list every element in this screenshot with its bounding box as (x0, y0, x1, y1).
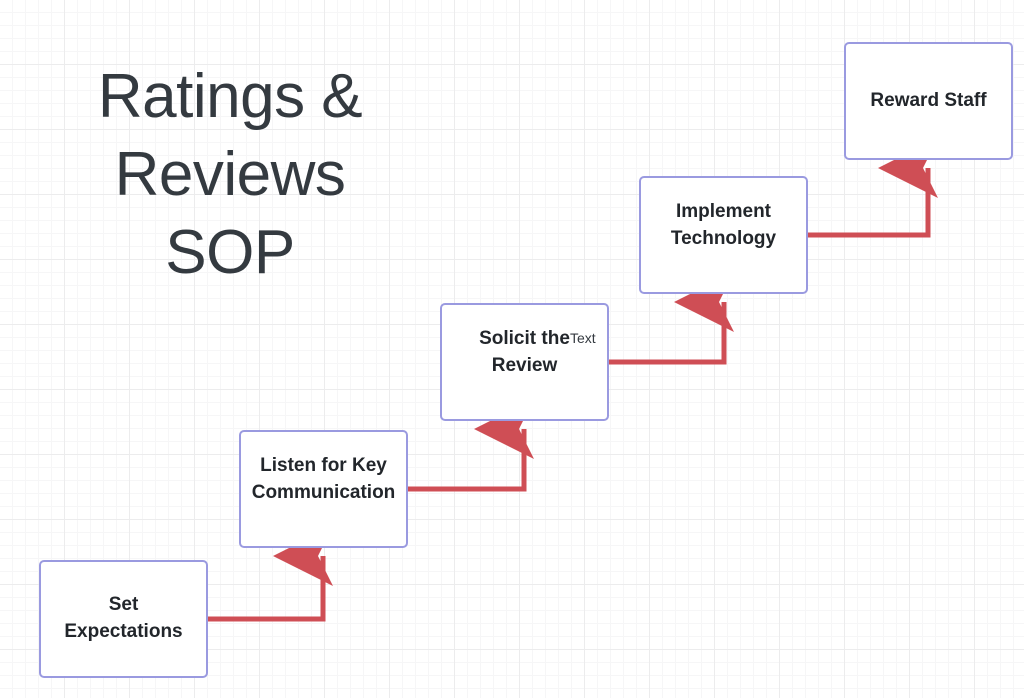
connector-solicit-review-to-implement-technology (609, 272, 734, 365)
page-title: Ratings & Reviews SOP (97, 62, 363, 288)
connector-set-expectations-to-listen-key-comm (208, 526, 333, 622)
node-label: Solicit the Review (479, 328, 570, 376)
node-reward-staff[interactable]: Reward Staff (844, 42, 1013, 160)
node-label: Listen for Key Communication (251, 455, 396, 503)
node-set-expectations[interactable]: Set Expectations (39, 560, 208, 678)
connector-listen-key-comm-to-solicit-review (408, 399, 534, 492)
node-solicit-the-review[interactable]: Solicit the Review (440, 303, 609, 421)
node-label: Set Expectations (64, 594, 183, 642)
node-listen-for-key-communication[interactable]: Listen for Key Communication (239, 430, 408, 548)
node-implement-technology[interactable]: Implement Technology (639, 176, 808, 294)
node-label: Implement Technology (670, 201, 777, 249)
connector-implement-technology-to-reward-staff (808, 138, 938, 238)
floating-text-label[interactable]: Text (570, 330, 596, 346)
node-label: Reward Staff (870, 89, 987, 111)
